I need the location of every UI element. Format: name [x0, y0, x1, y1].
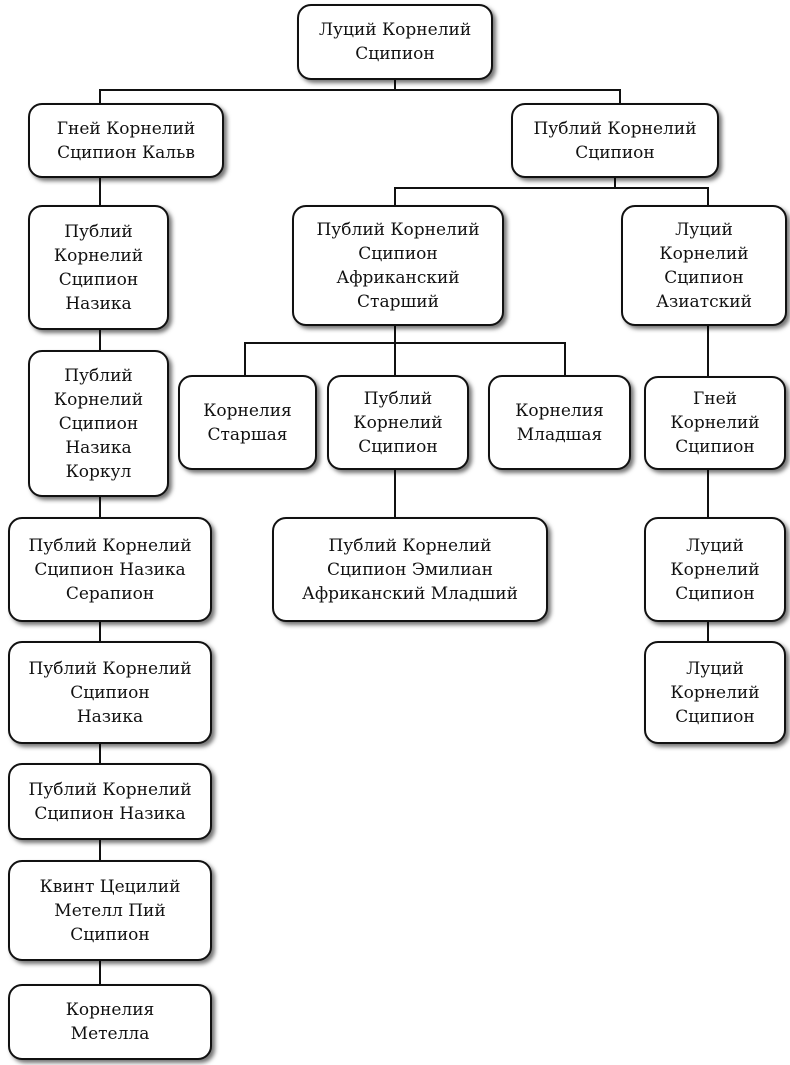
node-label: Луций Корнелий Сципион	[318, 20, 472, 64]
node-lucius-scipio-asiaticus: Луций Корнелий Сципион Азиатский	[621, 205, 787, 326]
node-cornelia-metella: Корнелия Метелла	[8, 984, 212, 1060]
node-label: Публий Корнелий Сципион Эмилиан Африканс…	[302, 535, 518, 604]
node-publius-scipio-nasica-3: Публий Корнелий Сципион Назика	[8, 641, 212, 744]
node-publius-scipio-nasica-serapio: Публий Корнелий Сципион Назика Серапион	[8, 517, 212, 622]
node-publius-scipio-africanus-elder: Публий Корнелий Сципион Африканский Стар…	[292, 205, 504, 326]
node-label: Публий Корнелий Сципион Назика Коркул	[53, 365, 144, 482]
connector-publius-branches	[394, 187, 709, 205]
node-gnaeus-cornelius-scipio-son: Гней Корнелий Сципион	[644, 376, 786, 470]
node-lucius-cornelius-scipio-grandson: Луций Корнелий Сципион	[644, 641, 786, 744]
connector-root-branches	[99, 89, 621, 103]
node-label: Луций Корнелий Сципион	[670, 658, 760, 727]
node-publius-cornelius-scipio-father: Публий Корнелий Сципион	[511, 103, 719, 178]
node-label: Публий Корнелий Сципион Назика Серапион	[28, 535, 192, 604]
node-label: Луций Корнелий Сципион	[670, 535, 760, 604]
node-publius-scipio-nasica-corculum: Публий Корнелий Сципион Назика Коркул	[28, 350, 169, 497]
node-label: Квинт Цецилий Метелл Пий Сципион	[39, 876, 181, 945]
node-publius-cornelius-scipio-son: Публий Корнелий Сципион	[327, 375, 469, 470]
node-label: Публий Корнелий Сципион Назика	[28, 779, 192, 824]
node-label: Луций Корнелий Сципион Азиатский	[656, 219, 752, 312]
node-label: Публий Корнелий Сципион	[353, 388, 443, 457]
node-label: Корнелия Младшая	[515, 400, 604, 445]
connector-africanus-branches	[244, 342, 566, 375]
node-lucius-cornelius-scipio-root: Луций Корнелий Сципион	[297, 4, 493, 80]
node-label: Гней Корнелий Сципион Кальв	[56, 118, 196, 163]
node-quintus-caecilius-metellus-pius-scipio: Квинт Цецилий Метелл Пий Сципион	[8, 860, 212, 961]
node-label: Публий Корнелий Сципион	[533, 118, 697, 163]
node-publius-scipio-nasica-4: Публий Корнелий Сципион Назика	[8, 763, 212, 840]
node-gnaeus-cornelius-scipio-calvus: Гней Корнелий Сципион Кальв	[28, 103, 224, 178]
node-cornelia-elder: Корнелия Старшая	[178, 375, 317, 470]
node-label: Публий Корнелий Сципион Назика	[28, 658, 192, 727]
node-label: Публий Корнелий Сципион Африканский Стар…	[316, 219, 480, 312]
node-publius-scipio-nasica: Публий Корнелий Сципион Назика	[28, 205, 169, 330]
node-lucius-cornelius-scipio-son: Луций Корнелий Сципион	[644, 517, 786, 622]
node-label: Корнелия Метелла	[65, 1000, 155, 1044]
node-label: Публий Корнелий Сципион Назика	[53, 221, 144, 314]
node-scipio-aemilianus-africanus-younger: Публий Корнелий Сципион Эмилиан Африканс…	[272, 517, 548, 622]
node-label: Корнелия Старшая	[203, 400, 292, 445]
node-cornelia-younger: Корнелия Младшая	[488, 375, 631, 470]
node-label: Гней Корнелий Сципион	[670, 389, 760, 457]
